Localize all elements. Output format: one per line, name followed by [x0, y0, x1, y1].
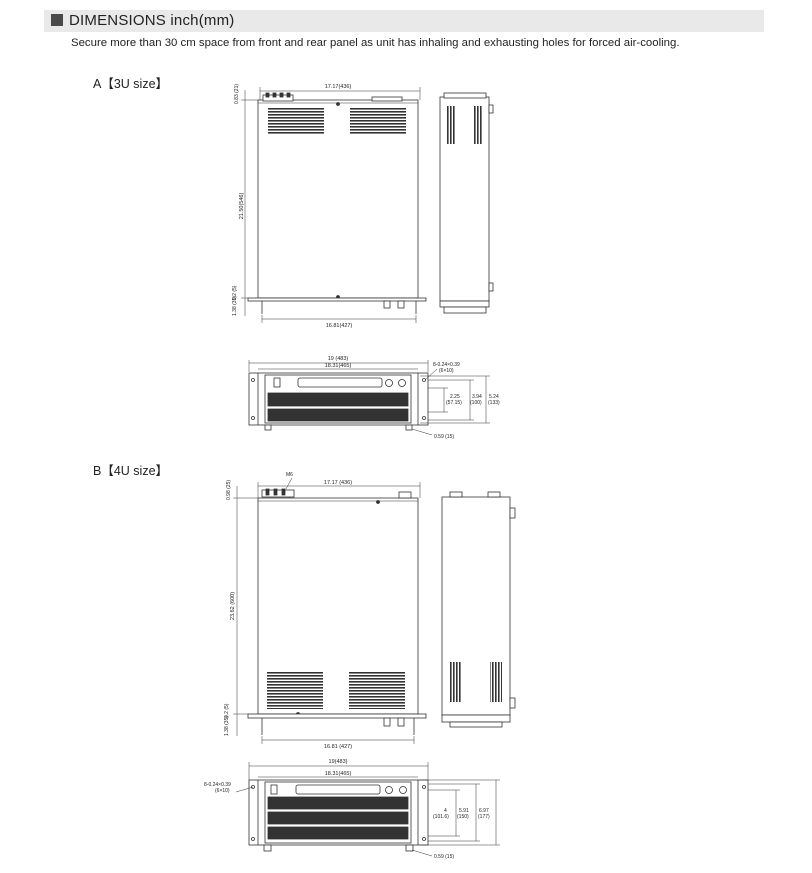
- section-b-label: B【4U size】: [93, 464, 169, 478]
- dim-holes-mm: (6×10): [215, 788, 230, 794]
- section-title: DIMENSIONS inch(mm): [69, 12, 235, 29]
- dim-h1-mm: (101.6): [433, 814, 449, 820]
- dim-depth: 21.50(546): [239, 193, 245, 220]
- dim-holes: 8-0.24×0.39: [204, 782, 231, 788]
- top-view-4u-labels: M6 17.17 (436) 0.98 (25) 23.62 (600) 0.2…: [224, 472, 352, 750]
- dim-holes-mm: (6×10): [439, 368, 454, 374]
- dim-h3: 6.97: [479, 808, 489, 814]
- dim-h3-mm: (177): [478, 814, 490, 820]
- top-view-3u: [241, 87, 427, 323]
- dim-holes: 8-0.24×0.39: [433, 362, 460, 368]
- dim-foot-b: 1.38 (35): [232, 296, 238, 316]
- dim-h2: 5.91: [459, 808, 469, 814]
- top-view-3u-labels: 17.17(436) 0.83 (21) 21.50(546) 0.2 (5) …: [232, 84, 352, 329]
- dim-top-offset: 0.83 (21): [234, 84, 240, 104]
- dim-foot-a: 0.2 (5): [232, 285, 238, 300]
- dim-depth: 23.62 (600): [230, 592, 236, 620]
- side-view-3u: [439, 92, 494, 314]
- header-square-icon: [51, 14, 63, 26]
- dim-h2-mm: (100): [470, 400, 482, 406]
- dim-foot-a: 0.2 (5): [224, 703, 230, 718]
- dim-top-offset: 0.98 (25): [226, 480, 232, 500]
- front-view-3u: [248, 360, 490, 436]
- dim-h1: 4: [444, 808, 447, 814]
- dim-foot-height: 0.59 (15): [434, 854, 454, 860]
- front-view-4u: [235, 762, 500, 857]
- section-header-bar: [44, 10, 764, 32]
- front-view-3u-labels: 19 (483) 18.31(465) 8-0.24×0.39 (6×10) 2…: [325, 356, 500, 440]
- dim-screw: M6: [286, 472, 293, 478]
- dim-top-width: 17.17 (436): [324, 480, 352, 486]
- dim-top-width: 17.17(436): [325, 84, 352, 90]
- dim-h2: 3.94: [472, 394, 482, 400]
- dim-bottom-width: 16.81(427): [326, 323, 353, 329]
- section-a-label: A【3U size】: [93, 77, 169, 91]
- dim-bottom-width: 16.81 (427): [324, 744, 352, 750]
- front-view-4u-labels: 19(483) 18.31(465) 8-0.24×0.39 (6×10) 4 …: [204, 759, 490, 860]
- dim-h2-mm: (150): [457, 814, 469, 820]
- cooling-note: Secure more than 30 cm space from front …: [71, 37, 680, 49]
- dim-h1-mm: (57.15): [446, 400, 462, 406]
- dim-front-width-inner: 18.31(465): [325, 771, 352, 777]
- dim-front-width-outer: 19 (483): [328, 356, 349, 362]
- side-view-4u: [441, 491, 516, 728]
- dim-h3: 5.24: [489, 394, 499, 400]
- dim-foot-b: 1.38 (35): [224, 716, 230, 736]
- dim-h1: 2.25: [450, 394, 460, 400]
- dim-front-width-outer: 19(483): [329, 759, 348, 765]
- dim-foot-height: 0.59 (15): [434, 434, 454, 440]
- dim-front-width-inner: 18.31(465): [325, 363, 352, 369]
- top-view-4u: [233, 477, 427, 744]
- dim-h3-mm: (133): [488, 400, 500, 406]
